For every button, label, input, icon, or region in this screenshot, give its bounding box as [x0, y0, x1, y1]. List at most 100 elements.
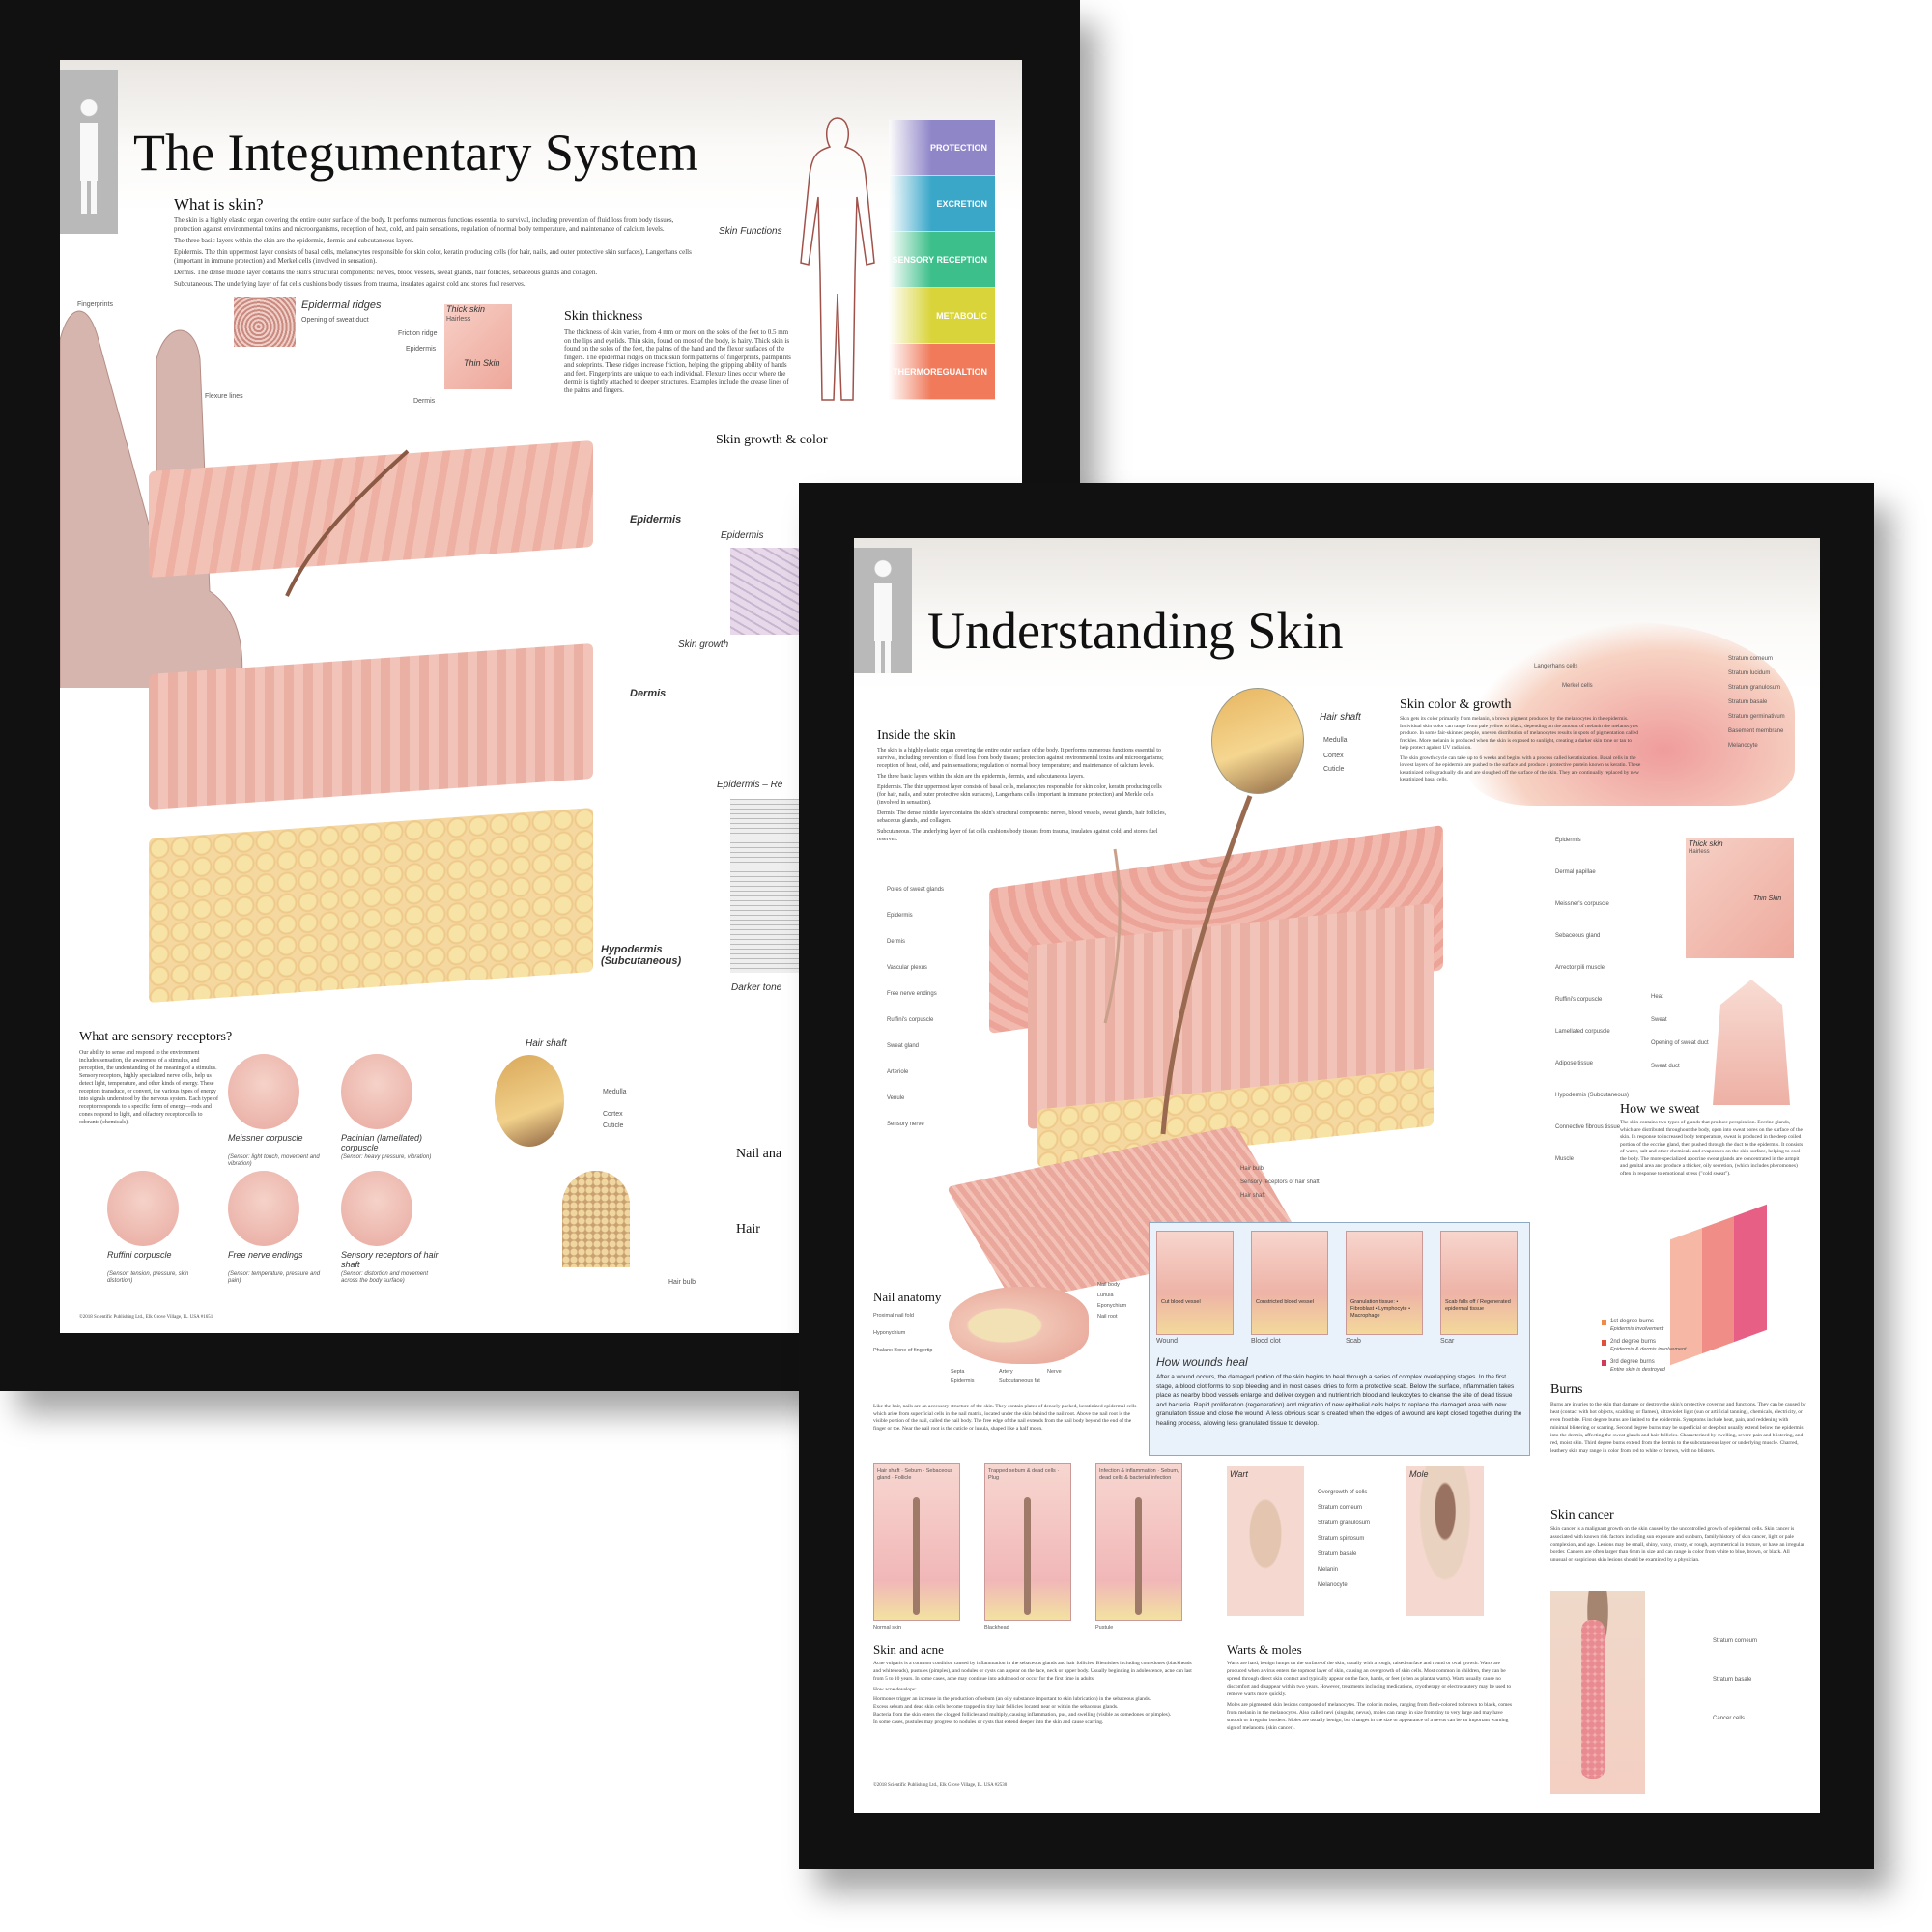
- receptor-name: Free nerve endings: [228, 1250, 303, 1260]
- layer-dermis-label: Dermis: [630, 688, 667, 699]
- growth-epidermis-label: Epidermis: [721, 530, 764, 541]
- wound-stage-detail: Constricted blood vessel: [1256, 1299, 1314, 1305]
- burn-name: 1st degree burns: [1610, 1319, 1655, 1324]
- receptor-name: Meissner corpuscle: [228, 1133, 303, 1143]
- sensory-receptors-text: Our ability to sense and respond to the …: [79, 1050, 218, 1125]
- hair-strand: [1103, 795, 1253, 1135]
- warts-moles-heading: Warts & moles: [1227, 1642, 1302, 1657]
- skin-cancer-text: Skin cancer is a malignant growth on the…: [1550, 1526, 1804, 1563]
- nail-label: Septa: [951, 1369, 965, 1375]
- burn-name: 3rd degree burns: [1610, 1359, 1655, 1365]
- skin-thickness-text: The thickness of skin varies, from 4 mm …: [564, 328, 791, 394]
- how-we-sweat-text: The skin contains two types of glands th…: [1620, 1120, 1804, 1177]
- wounds-heading: How wounds heal: [1156, 1355, 1248, 1369]
- receptor-desc: (Sensor: heavy pressure, vibration): [341, 1154, 432, 1160]
- copyright: ©2018 Scientific Publishing Ltd., Elk Gr…: [873, 1783, 1008, 1788]
- skin-acne-heading: Skin and acne: [873, 1642, 944, 1657]
- nail-text: Like the hair, nails are an accessory st…: [873, 1404, 1137, 1432]
- receptor-desc: (Sensor: temperature, pressure and pain): [228, 1271, 321, 1284]
- nail-label: Phalanx Bone of fingertip: [873, 1348, 933, 1353]
- receptor-illustration: [341, 1171, 412, 1246]
- flexure-lines-label: Flexure lines: [205, 393, 243, 400]
- strata-label: Melanocyte: [1728, 743, 1758, 749]
- medulla-label: Medulla: [1323, 737, 1348, 744]
- anatomy-label: Hair bulb: [1240, 1166, 1264, 1172]
- warts-moles-text: Warts are hard, benign lumps on the surf…: [1227, 1661, 1512, 1731]
- hair-follicle-image: [562, 1171, 630, 1267]
- skin-function-band: THERMOREGUALTION: [889, 344, 995, 400]
- receptor-name: Sensory receptors of hair shaft: [341, 1250, 439, 1269]
- anatomy-label: Sweat gland: [887, 1043, 920, 1049]
- anatomy-label: Epidermis: [1555, 838, 1581, 843]
- hair-follicle-icon: [1024, 1497, 1031, 1615]
- hair-follicle-icon: [913, 1497, 920, 1615]
- strata-label: Merkel cells: [1562, 683, 1593, 689]
- acne-panel-labels: Infection & inflammation · Sebum, dead c…: [1099, 1468, 1179, 1481]
- anatomy-label: Sensory nerve: [887, 1122, 924, 1127]
- anatomy-label: Ruffini's corpuscle: [1555, 997, 1603, 1003]
- anatomy-label: Connective fibrous tissue: [1555, 1124, 1621, 1130]
- what-is-skin-heading: What is skin?: [174, 195, 264, 213]
- anatomy-label: Hair shaft: [1240, 1193, 1265, 1199]
- hair-heading: Hair: [736, 1222, 760, 1236]
- strata-label: Stratum granulosum: [1728, 685, 1781, 691]
- hair-follicle-icon: [1135, 1497, 1142, 1615]
- hand-illustration: [60, 310, 243, 688]
- wound-stage-caption: Blood clot: [1251, 1338, 1281, 1345]
- nail-anatomy-heading: Nail anatomy: [873, 1290, 942, 1304]
- what-is-skin-text: The skin is a highly elastic organ cover…: [174, 216, 692, 288]
- acne-panel-labels: Hair shaft · Sebum · Sebaceous gland · F…: [877, 1468, 953, 1481]
- skin-acne-text: Acne vulgaris is a common condition caus…: [873, 1661, 1192, 1725]
- anatomy-label: Sebaceous gland: [1555, 933, 1601, 939]
- cuticle-label: Cuticle: [1323, 766, 1345, 773]
- anatomy-label: Heat: [1651, 994, 1663, 1000]
- burn-swatch: [1602, 1360, 1606, 1366]
- anatomy-label: Meissner's corpuscle: [1555, 901, 1609, 907]
- receptor-illustration: [228, 1054, 299, 1129]
- body-silhouette-icon: [60, 70, 118, 234]
- strata-label: Stratum basale: [1728, 699, 1768, 705]
- nail-label: Hyponychium: [873, 1330, 906, 1336]
- poster-title: The Integumentary System: [133, 124, 698, 182]
- wart-image: Wart: [1227, 1466, 1304, 1616]
- acne-panel-caption: Blackhead: [984, 1625, 1009, 1631]
- skin-color-illustration: [1466, 622, 1795, 806]
- skin-cancer-image: [1550, 1591, 1645, 1794]
- inside-skin-text: The skin is a highly elastic organ cover…: [877, 748, 1167, 842]
- friction-ridge-label: Friction ridge: [398, 330, 438, 337]
- acne-panel-image: Infection & inflammation · Sebum, dead c…: [1095, 1463, 1182, 1621]
- skin-growth-heading: Skin growth & color: [716, 433, 828, 447]
- burn-name: 2nd degree burns: [1610, 1339, 1657, 1345]
- sweat-gland-image: [1713, 980, 1790, 1105]
- anatomy-label: Sensory receptors of hair shaft: [1240, 1179, 1320, 1185]
- anatomy-label: Ruffini's corpuscle: [887, 1017, 934, 1023]
- wound-stage-detail: Granulation tissue: • Fibroblast • Lymph…: [1350, 1299, 1411, 1319]
- hair-shaft-closeup: [495, 1055, 564, 1147]
- strata-label: Stratum corneum: [1728, 656, 1774, 662]
- copyright: ©2018 Scientific Publishing Ltd., Elk Gr…: [79, 1315, 213, 1320]
- wound-stage-detail: Scab falls off / Regenerated epidermal t…: [1445, 1299, 1511, 1312]
- nail-illustration: [949, 1287, 1089, 1364]
- wound-stage-caption: Wound: [1156, 1338, 1179, 1345]
- skin-cancer-heading: Skin cancer: [1550, 1508, 1614, 1522]
- nail-label: Eponychium: [1097, 1303, 1127, 1309]
- anatomy-label: Lamellated corpuscle: [1555, 1029, 1610, 1035]
- anatomy-label: Epidermis: [887, 913, 913, 919]
- skin-function-band: PROTECTION: [889, 120, 995, 176]
- receptor-desc: (Sensor: distortion and movement across …: [341, 1271, 429, 1284]
- darker-tone-label: Darker tone: [731, 982, 782, 993]
- wounds-text: After a wound occurs, the damaged portio…: [1156, 1374, 1522, 1427]
- how-we-sweat-heading: How we sweat: [1620, 1102, 1700, 1117]
- anatomy-label: Vascular plexus: [887, 965, 927, 971]
- strata-label: Stratum germinativum: [1728, 714, 1785, 720]
- anatomy-label: Sweat: [1651, 1017, 1667, 1023]
- receptor-desc: (Sensor: light touch, movement and vibra…: [228, 1154, 320, 1167]
- dermis-label: Dermis: [413, 398, 436, 405]
- hair-shaft-label: Hair shaft: [526, 1038, 567, 1049]
- acne-panel-caption: Pustule: [1095, 1625, 1114, 1631]
